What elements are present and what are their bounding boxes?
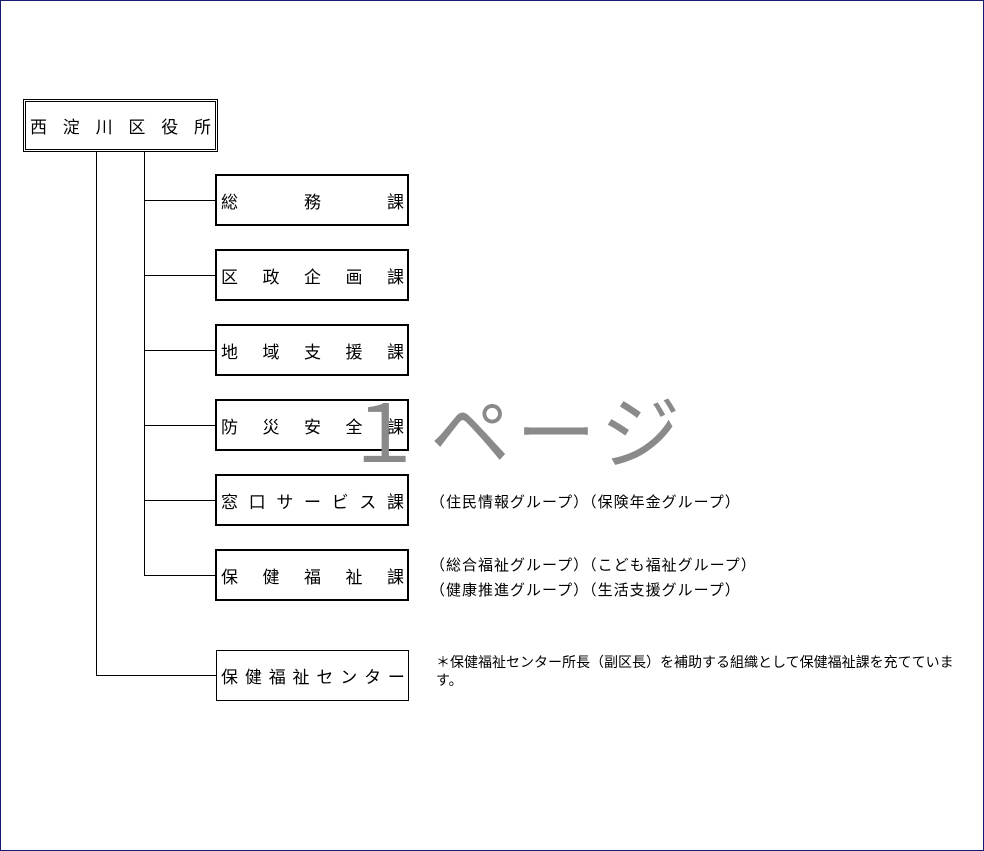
dept-char: ビ [331, 492, 349, 513]
dept-char: 口 [248, 492, 266, 513]
center-char: 保 [221, 668, 238, 688]
connector-branch-hoken [144, 575, 216, 576]
center-char: セ [316, 668, 334, 688]
connector-trunk-depts [144, 152, 145, 576]
dept-char: 課 [387, 192, 404, 213]
dept-char: 安 [304, 417, 321, 438]
dept-char: 課 [387, 342, 404, 363]
dept-char: サ [276, 492, 294, 513]
dept-char: 災 [262, 417, 280, 438]
dept-char: ス [359, 492, 377, 513]
connector-trunk-center [96, 152, 97, 676]
root-char: 川 [95, 118, 113, 138]
dept-box-chiiki-shien: 地 域 支 援 課 [215, 324, 409, 376]
center-char: 健 [244, 668, 262, 688]
dept-char: 地 [221, 342, 238, 363]
center-footnote: ＊保健福祉センター所長（副区長）を補助する組織として保健福祉課を充てています。 [436, 655, 954, 689]
root-char: 西 [30, 118, 47, 138]
dept-char: 総 [221, 192, 238, 213]
connector-branch-center [96, 675, 216, 676]
dept-char: 画 [345, 267, 363, 288]
dept-char: 防 [221, 417, 238, 438]
dept-box-madoguchi-service: 窓 口 サ ー ビ ス 課 [215, 474, 409, 526]
dept-box-bosai-anzen: 防 災 安 全 課 [215, 399, 409, 451]
dept-char: 祉 [345, 567, 363, 588]
org-root-box: 西 淀 川 区 役 所 [23, 99, 218, 152]
connector-branch-bosai [144, 425, 216, 426]
dept-char: 企 [304, 267, 321, 288]
hoken-groups-note-line1: （総合福祉グループ）（こども福祉グループ） [430, 556, 757, 574]
page-number-watermark: １ページ [344, 388, 687, 481]
connector-branch-kusei [144, 275, 216, 276]
dept-char: 課 [386, 492, 404, 513]
dept-char: 窓 [221, 492, 238, 513]
dept-char: 全 [345, 417, 363, 438]
health-welfare-center-box: 保 健 福 祉 セ ン タ ー [216, 650, 409, 701]
dept-box-kusei-kikaku: 区 政 企 画 課 [215, 249, 409, 301]
dept-char: 健 [262, 567, 280, 588]
dept-char: 保 [221, 567, 238, 588]
dept-char: 援 [345, 342, 363, 363]
connector-branch-madoguchi [144, 500, 216, 501]
dept-char: 務 [304, 192, 321, 213]
madoguchi-groups-note: （住民情報グループ）（保険年金グループ） [430, 493, 741, 511]
connector-branch-somu [144, 200, 216, 201]
dept-char: 域 [262, 342, 280, 363]
dept-char: 支 [304, 342, 321, 363]
center-char: タ [364, 668, 382, 688]
dept-char: ー [303, 492, 321, 513]
center-char: ー [387, 668, 405, 688]
dept-char: 福 [304, 567, 321, 588]
center-char: 福 [268, 668, 286, 688]
dept-box-somu: 総 務 課 [215, 174, 409, 226]
root-char: 区 [128, 118, 146, 138]
center-char: 祉 [292, 668, 310, 688]
dept-char: 課 [387, 417, 404, 438]
dept-char: 政 [262, 267, 280, 288]
center-char: ン [340, 668, 358, 688]
dept-char: 課 [387, 567, 404, 588]
dept-char: 課 [387, 267, 404, 288]
hoken-groups-note-line2: （健康推進グループ）（生活支援グループ） [430, 581, 741, 599]
root-char: 淀 [62, 118, 80, 138]
root-char: 所 [193, 118, 211, 138]
dept-box-hoken-fukushi: 保 健 福 祉 課 [215, 549, 409, 601]
connector-branch-chiiki [144, 350, 216, 351]
dept-char: 区 [221, 267, 238, 288]
root-char: 役 [161, 118, 179, 138]
